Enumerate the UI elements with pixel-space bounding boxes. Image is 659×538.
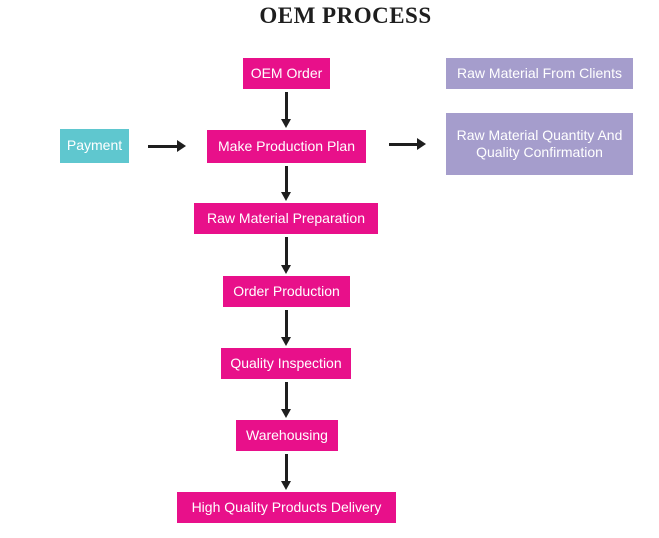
arrow-head-icon [281, 409, 291, 418]
node-order-production: Order Production [223, 276, 350, 307]
arrow-head-icon [281, 119, 291, 128]
arrow-stem [148, 144, 178, 148]
node-warehousing: Warehousing [236, 420, 338, 451]
arrow-down-plan-to-preparation-icon [281, 166, 292, 201]
arrow-head-icon [281, 481, 291, 490]
arrow-head-icon [177, 140, 186, 152]
page-title: OEM PROCESS [259, 3, 432, 28]
arrow-right-payment-to-plan-icon [148, 140, 186, 152]
node-raw-material-preparation: Raw Material Preparation [194, 203, 378, 234]
node-oem-order: OEM Order [243, 58, 330, 89]
arrow-stem [285, 382, 288, 410]
arrow-stem [389, 142, 418, 146]
node-high-quality-products-delivery: High Quality Products Delivery [177, 492, 396, 523]
arrow-head-icon [281, 337, 291, 346]
arrow-stem [285, 310, 288, 338]
arrow-down-warehousing-to-delivery-icon [281, 454, 292, 490]
node-quality-inspection: Quality Inspection [221, 348, 351, 379]
node-payment: Payment [60, 129, 129, 163]
node-raw-material-from-clients: Raw Material From Clients [446, 58, 633, 89]
arrow-down-oem-order-to-plan-icon [281, 92, 292, 128]
arrow-stem [285, 166, 288, 193]
node-make-production-plan: Make Production Plan [207, 130, 366, 163]
arrow-down-production-to-inspection-icon [281, 310, 292, 346]
arrow-down-preparation-to-production-icon [281, 237, 292, 274]
node-raw-material-quantity-confirmation: Raw Material Quantity And Quality Confir… [446, 113, 633, 175]
arrow-stem [285, 92, 288, 120]
arrow-stem [285, 237, 288, 266]
arrow-head-icon [281, 265, 291, 274]
arrow-head-icon [281, 192, 291, 201]
arrow-right-plan-to-confirmation-icon [389, 138, 426, 150]
arrow-stem [285, 454, 288, 482]
arrow-down-inspection-to-warehousing-icon [281, 382, 292, 418]
arrow-head-icon [417, 138, 426, 150]
